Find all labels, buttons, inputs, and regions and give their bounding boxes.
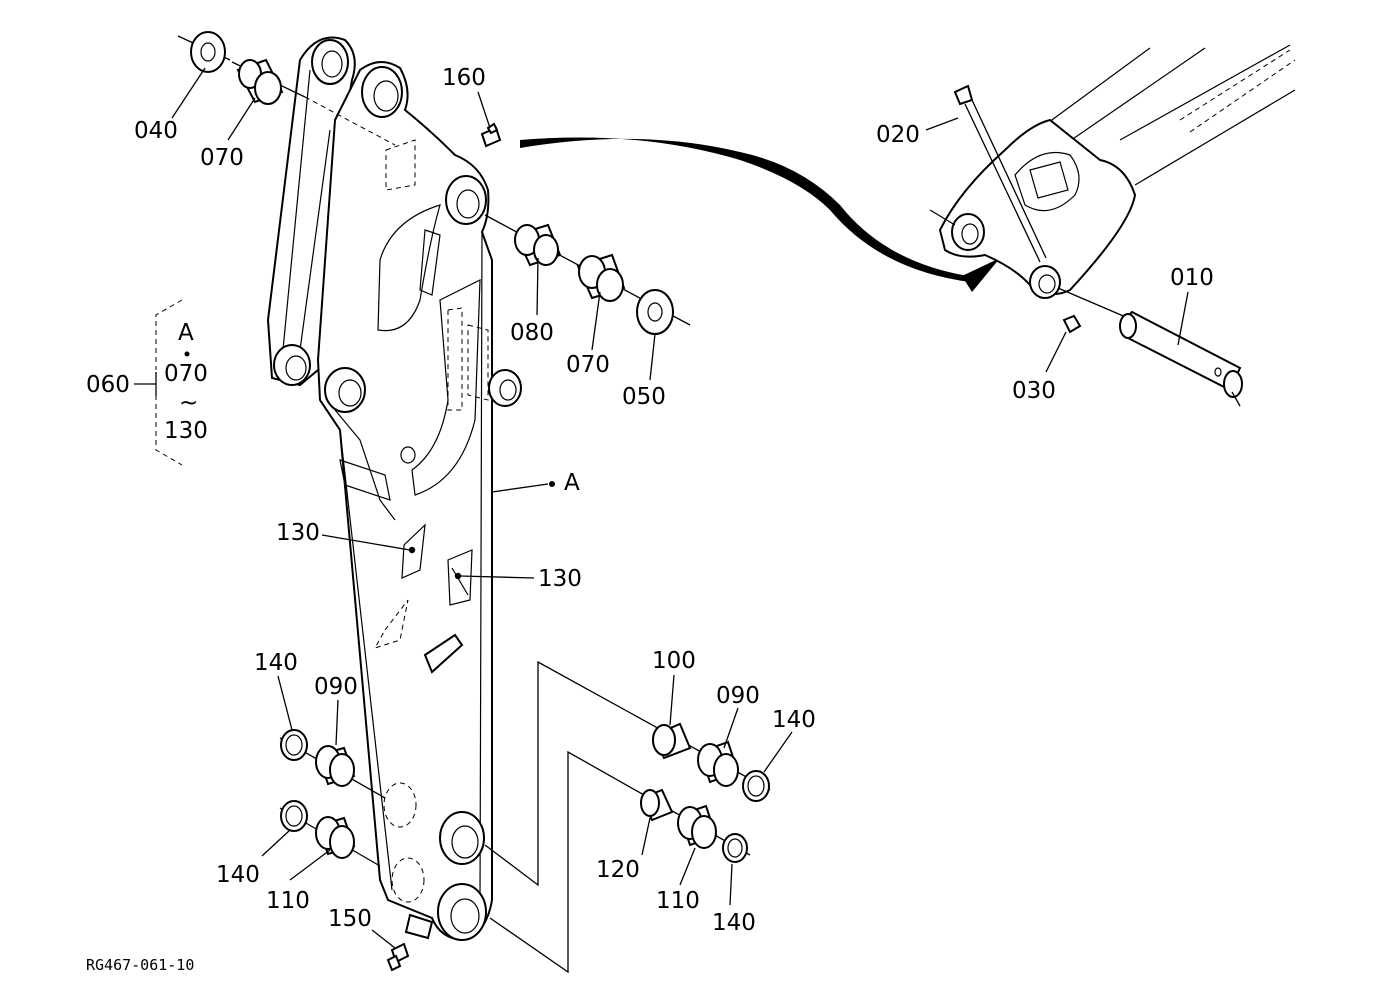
callout-040: 040 [134,118,178,144]
callout-160: 160 [442,65,486,91]
group-060-range: ~ [179,390,198,416]
callout-060: 060 [86,372,130,398]
callout-130-right: 130 [538,566,582,592]
assembly-marker-a: A [564,470,580,496]
callout-050: 050 [622,384,666,410]
pin-parts-lower-right [484,660,771,974]
arm-body [266,36,522,942]
grease-fitting-160 [480,122,502,148]
bolt-020 [953,84,1047,263]
washer-040 [177,31,231,73]
detail-arrow [520,137,1000,292]
pin-parts-lower-left [279,729,386,867]
callout-070-top: 070 [200,145,244,171]
callout-120: 120 [596,857,640,883]
callout-100: 100 [652,648,696,674]
pin-parts-upper-right [484,214,691,335]
group-bracket-060 [134,299,190,466]
callout-140-lower-right: 140 [712,910,756,936]
callout-110-left: 110 [266,888,310,914]
callout-130-left: 130 [276,520,320,546]
grease-fitting-150 [386,942,410,972]
callout-080: 080 [510,320,554,346]
detail-boom-end [929,44,1296,319]
group-060-bottom: 130 [164,418,208,444]
callout-090-right: 090 [716,683,760,709]
leader-lines [171,67,1189,949]
group-060-middle: 070 [164,361,208,387]
pin-010 [1119,310,1243,407]
callout-150: 150 [328,906,372,932]
callout-010: 010 [1170,265,1214,291]
callout-070-right: 070 [566,352,610,378]
bushing-070-top [231,58,396,146]
group-060-top: A [178,320,194,346]
callout-020: 020 [876,122,920,148]
callout-140-upper-right: 140 [772,707,816,733]
callout-140-upper-left: 140 [254,650,298,676]
nut-030 [1062,314,1082,334]
callout-110-right: 110 [656,888,700,914]
figure-code: RG467-061-10 [86,956,194,974]
callout-090-left: 090 [314,674,358,700]
callout-030: 030 [1012,378,1056,404]
callout-140-lower-left: 140 [216,862,260,888]
